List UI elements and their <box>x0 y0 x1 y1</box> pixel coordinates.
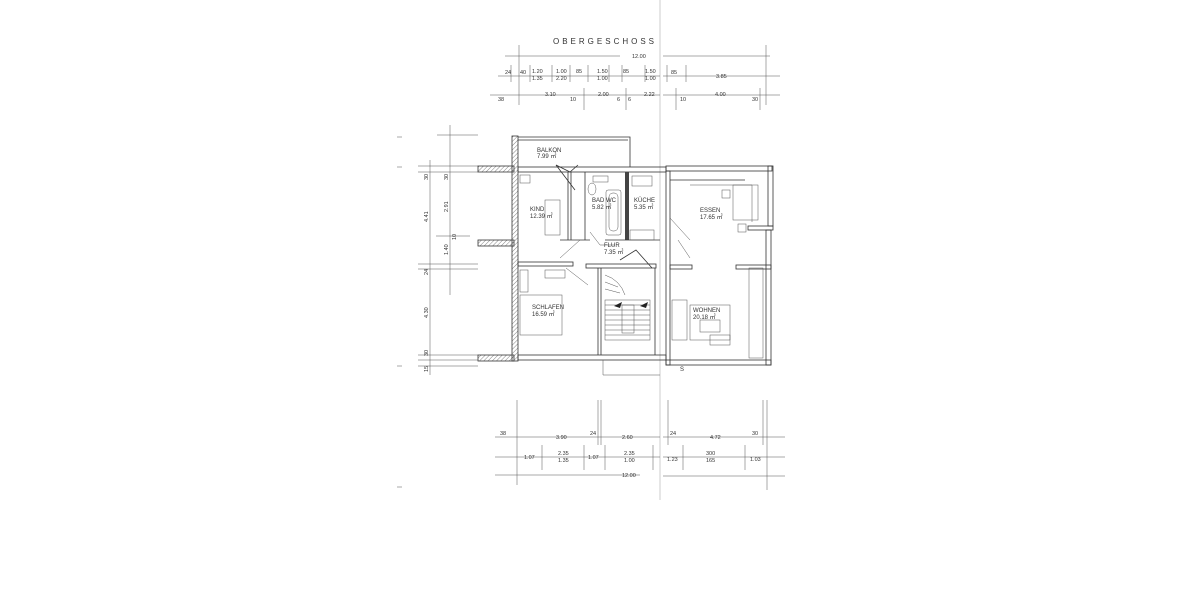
svg-text:3.90: 3.90 <box>556 435 567 441</box>
room-bad-area: 5.82 ㎡ <box>592 203 611 211</box>
room-kueche-area: 5.35 ㎡ <box>634 203 653 211</box>
svg-text:30: 30 <box>424 174 430 180</box>
staircase <box>602 274 660 376</box>
room-kueche-name: KÜCHE <box>634 197 655 204</box>
svg-text:1.00: 1.00 <box>597 76 608 82</box>
svg-text:2.60: 2.60 <box>622 435 633 441</box>
svg-text:2.22: 2.22 <box>644 92 655 98</box>
svg-text:10: 10 <box>452 234 458 240</box>
room-schlafen-name: SCHLAFEN <box>532 305 564 311</box>
svg-text:2.91: 2.91 <box>444 201 450 212</box>
svg-text:3.10: 3.10 <box>545 92 556 98</box>
room-balkon-name: BALKON <box>537 148 561 154</box>
svg-text:300: 300 <box>706 451 715 457</box>
stair-marker: S <box>680 367 684 373</box>
svg-text:6: 6 <box>617 97 620 103</box>
door-swings <box>555 164 691 286</box>
svg-text:1.50: 1.50 <box>645 69 656 75</box>
svg-text:1.20: 1.20 <box>532 69 543 75</box>
room-wohnen-name: WOHNEN <box>693 308 720 314</box>
svg-text:4.72: 4.72 <box>710 435 721 441</box>
svg-text:30: 30 <box>444 174 450 180</box>
svg-text:6: 6 <box>628 97 631 103</box>
svg-text:2.00: 2.00 <box>598 92 609 98</box>
svg-text:1.00: 1.00 <box>556 69 567 75</box>
room-labels: BALKON 7.99 ㎡ KIND 12.39 ㎡ BAD WC 5.82 ㎡… <box>530 148 723 373</box>
svg-text:24: 24 <box>670 431 676 437</box>
top-dimensions: 12.00 24 40 1.20 1.35 1.00 2.20 85 1.50 … <box>490 45 780 110</box>
svg-text:38: 38 <box>500 431 506 437</box>
svg-text:1.50: 1.50 <box>597 69 608 75</box>
room-wohnen-area: 20.18 ㎡ <box>693 313 716 321</box>
svg-text:85: 85 <box>576 69 582 75</box>
room-bad-name: BAD WC <box>592 198 617 204</box>
svg-text:2.35: 2.35 <box>624 451 635 457</box>
svg-text:85: 85 <box>671 70 677 76</box>
svg-text:1.00: 1.00 <box>624 458 635 464</box>
svg-text:24: 24 <box>424 269 430 275</box>
room-flur-name: FLUR <box>604 243 620 249</box>
room-essen-area: 17.65 ㎡ <box>700 213 723 221</box>
svg-text:15: 15 <box>424 366 430 372</box>
svg-text:2.20: 2.20 <box>556 76 567 82</box>
room-schlafen-area: 16.59 ㎡ <box>532 310 555 318</box>
svg-text:40: 40 <box>520 70 526 76</box>
room-kind-name: KIND <box>530 207 545 213</box>
svg-text:10: 10 <box>680 97 686 103</box>
room-essen-name: ESSEN <box>700 208 720 214</box>
svg-text:30: 30 <box>424 350 430 356</box>
svg-text:3.85: 3.85 <box>716 74 727 80</box>
left-dimensions: 30 4.41 24 4.30 30 15 30 2.91 10 1.40 <box>397 125 478 488</box>
fixtures <box>519 174 764 359</box>
room-balkon-area: 7.99 ㎡ <box>537 152 556 160</box>
svg-text:1.35: 1.35 <box>558 458 569 464</box>
svg-text:1.07: 1.07 <box>588 455 599 461</box>
svg-text:1.07: 1.07 <box>524 455 535 461</box>
drawing-title: OBERGESCHOSS <box>553 37 657 46</box>
svg-text:24: 24 <box>590 431 596 437</box>
svg-text:2.35: 2.35 <box>558 451 569 457</box>
room-flur-area: 7.35 ㎡ <box>604 248 623 256</box>
building-outline <box>477 135 774 366</box>
svg-text:4.41: 4.41 <box>424 211 430 222</box>
svg-text:38: 38 <box>498 97 504 103</box>
svg-text:1.40: 1.40 <box>444 244 450 255</box>
svg-text:1.00: 1.00 <box>645 76 656 82</box>
svg-text:12.00: 12.00 <box>622 473 636 479</box>
svg-text:85: 85 <box>623 69 629 75</box>
svg-text:30: 30 <box>752 431 758 437</box>
svg-text:30: 30 <box>752 97 758 103</box>
room-kind-area: 12.39 ㎡ <box>530 212 553 220</box>
svg-text:4.00: 4.00 <box>715 92 726 98</box>
svg-text:1.23: 1.23 <box>667 457 678 463</box>
svg-text:10: 10 <box>570 97 576 103</box>
svg-text:12.00: 12.00 <box>632 54 646 60</box>
bottom-dimensions: 38 3.90 24 2.60 24 4.72 30 1.07 2.35 1.3… <box>495 400 785 490</box>
bathtub <box>605 189 622 236</box>
svg-text:24: 24 <box>505 70 511 76</box>
svg-text:4.30: 4.30 <box>424 307 430 318</box>
svg-text:1.03: 1.03 <box>750 457 761 463</box>
svg-text:1.35: 1.35 <box>532 76 543 82</box>
svg-text:165: 165 <box>706 458 715 464</box>
